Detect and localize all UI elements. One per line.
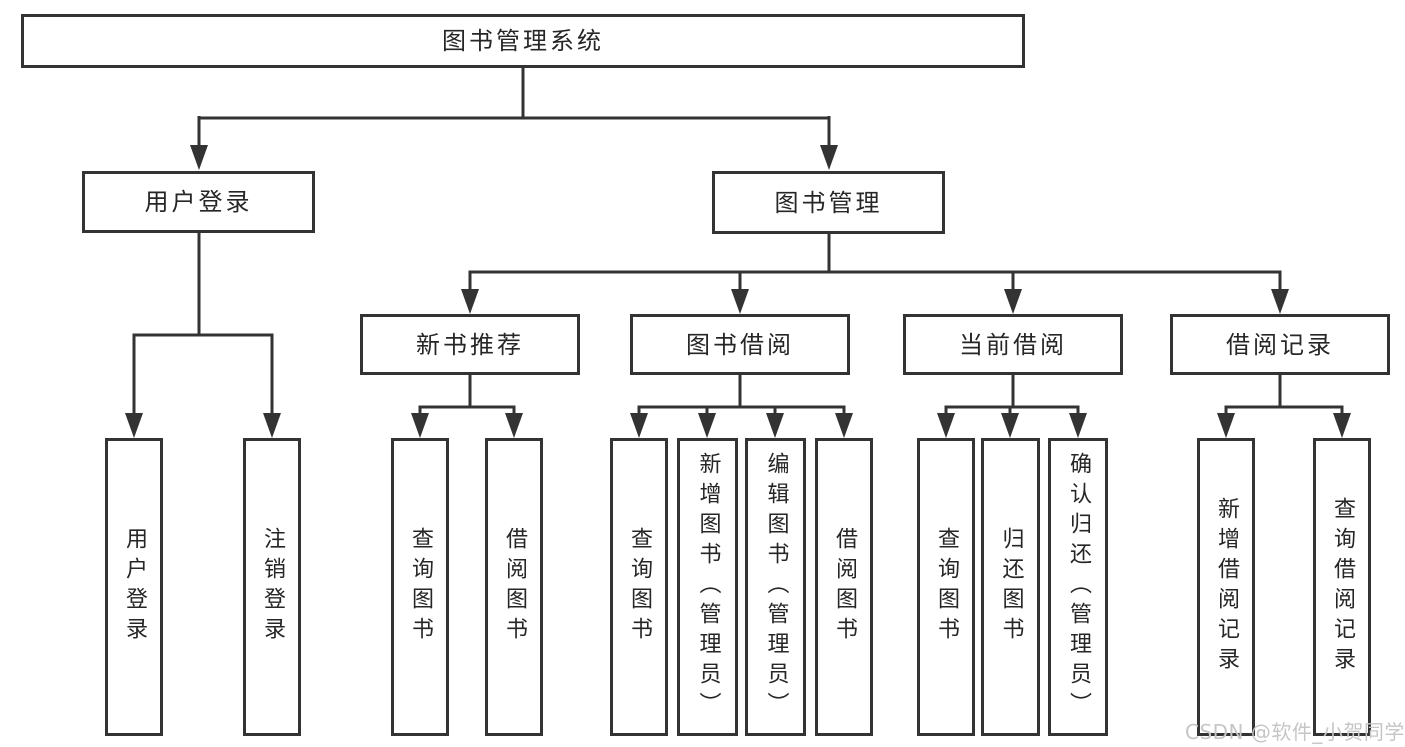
arrow-down-icon <box>190 145 208 170</box>
node-leaf-query-book-2: 查询图书 <box>610 438 668 736</box>
arrow-down-icon <box>411 413 429 438</box>
node-user-login: 用户登录 <box>82 171 315 233</box>
node-root: 图书管理系统 <box>21 14 1025 68</box>
arrow-down-icon <box>698 413 716 438</box>
arrow-down-icon <box>1333 413 1351 438</box>
node-book-borrow: 图书借阅 <box>630 314 850 375</box>
arrow-down-icon <box>766 413 784 438</box>
arrow-down-icon <box>1217 413 1235 438</box>
node-new-book-recommend-label: 新书推荐 <box>416 330 524 359</box>
node-leaf-confirm-return-admin-label: 确认归还（管理员） <box>1066 452 1091 722</box>
node-leaf-borrow-book-2: 借阅图书 <box>815 438 873 736</box>
node-leaf-edit-book-admin-label: 编辑图书（管理员） <box>763 452 789 722</box>
node-current-borrow-label: 当前借阅 <box>959 330 1067 359</box>
node-leaf-add-book-admin-label: 新增图书（管理员） <box>695 452 721 722</box>
node-borrow-record: 借阅记录 <box>1170 314 1390 375</box>
arrow-down-icon <box>835 413 853 438</box>
arrow-down-icon <box>937 413 955 438</box>
node-leaf-add-borrow-record: 新增借阅记录 <box>1197 438 1255 736</box>
node-leaf-add-book-admin: 新增图书（管理员） <box>677 438 738 736</box>
node-new-book-recommend: 新书推荐 <box>360 314 580 375</box>
node-leaf-query-book-2-label: 查询图书 <box>627 527 652 647</box>
node-current-borrow: 当前借阅 <box>903 314 1123 375</box>
arrow-down-icon <box>1004 289 1022 314</box>
node-leaf-query-book-1-label: 查询图书 <box>408 527 433 647</box>
node-leaf-borrow-book-2-label: 借阅图书 <box>832 527 857 647</box>
node-leaf-query-book-3: 查询图书 <box>917 438 975 736</box>
node-leaf-return-book: 归还图书 <box>981 438 1040 736</box>
node-leaf-confirm-return-admin: 确认归还（管理员） <box>1048 438 1108 736</box>
arrow-down-icon <box>461 289 479 314</box>
arrow-down-icon <box>1001 413 1019 438</box>
arrow-down-icon <box>820 145 838 170</box>
arrow-down-icon <box>731 289 749 314</box>
arrow-down-icon <box>125 413 143 438</box>
node-leaf-borrow-book-1-label: 借阅图书 <box>502 527 527 647</box>
node-leaf-logout-login: 注销登录 <box>243 438 301 736</box>
node-leaf-edit-book-admin: 编辑图书（管理员） <box>745 438 806 736</box>
arrow-down-icon <box>263 413 281 438</box>
node-leaf-borrow-book-1: 借阅图书 <box>485 438 543 736</box>
csdn-watermark: CSDN @软件_小贺同学 <box>1185 720 1405 744</box>
node-leaf-user-login: 用户登录 <box>105 438 163 736</box>
node-leaf-query-book-3-label: 查询图书 <box>934 527 959 647</box>
node-book-management: 图书管理 <box>712 171 945 234</box>
node-leaf-query-book-1: 查询图书 <box>391 438 449 736</box>
node-borrow-record-label: 借阅记录 <box>1226 330 1334 359</box>
node-leaf-user-login-label: 用户登录 <box>122 527 147 647</box>
node-leaf-return-book-label: 归还图书 <box>998 527 1024 647</box>
arrow-down-icon <box>505 413 523 438</box>
node-book-borrow-label: 图书借阅 <box>686 330 794 359</box>
node-leaf-query-borrow-record: 查询借阅记录 <box>1313 438 1371 736</box>
node-leaf-add-borrow-record-label: 新增借阅记录 <box>1214 497 1239 677</box>
arrow-down-icon <box>1069 413 1087 438</box>
node-leaf-query-borrow-record-label: 查询借阅记录 <box>1330 497 1355 677</box>
node-user-login-label: 用户登录 <box>144 188 253 216</box>
node-root-label: 图书管理系统 <box>442 27 604 55</box>
node-leaf-logout-login-label: 注销登录 <box>260 527 285 647</box>
arrow-down-icon <box>1271 289 1289 314</box>
arrow-down-icon <box>630 413 648 438</box>
node-book-management-label: 图书管理 <box>774 188 883 217</box>
